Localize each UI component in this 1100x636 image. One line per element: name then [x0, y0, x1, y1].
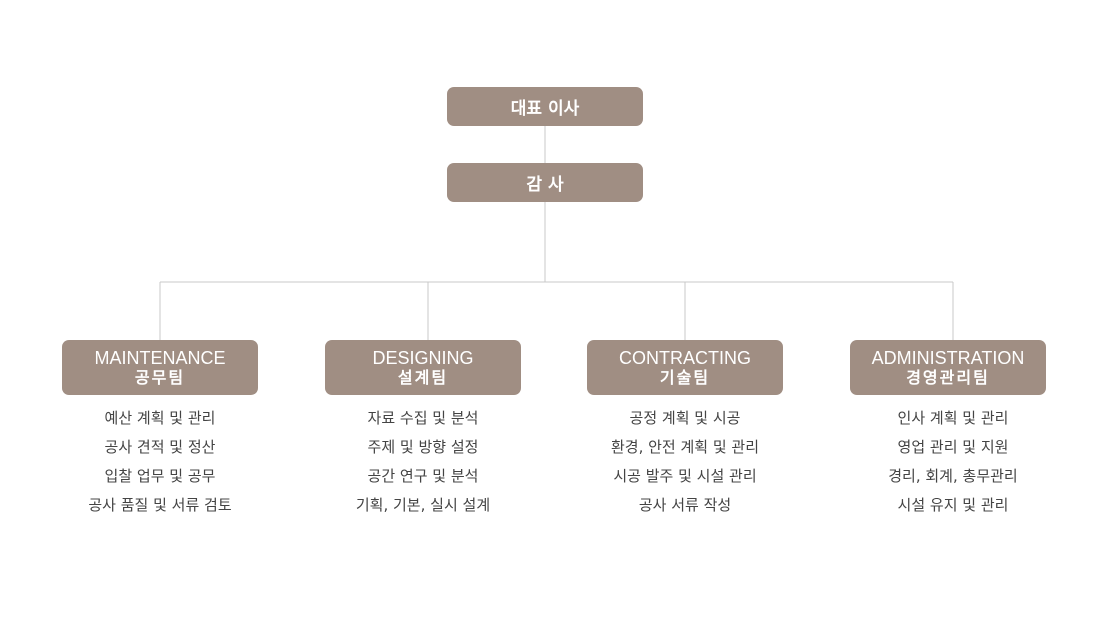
audit-label: 감 사 [526, 175, 564, 195]
duty-item: 자료 수집 및 분석 [367, 409, 479, 427]
audit-box: 감 사 [447, 163, 643, 202]
duty-item: 시공 발주 및 시설 관리 [613, 467, 757, 485]
team-box-contracting: CONTRACTING 기술팀 [587, 340, 783, 395]
team-name-ko: 경영관리팀 [906, 367, 990, 387]
duty-list-maintenance: 예산 계획 및 관리 공사 견적 및 정산 입찰 업무 및 공무 공사 품질 및… [50, 404, 270, 520]
team-name-ko: 기술팀 [659, 367, 711, 387]
duty-item: 시설 유지 및 관리 [897, 496, 1009, 514]
duty-item: 공사 견적 및 정산 [104, 438, 216, 456]
duty-item: 환경, 안전 계획 및 관리 [610, 438, 760, 456]
team-name-en: CONTRACTING [619, 348, 751, 369]
ceo-label: 대표 이사 [510, 99, 580, 119]
ceo-box: 대표 이사 [447, 87, 643, 126]
team-name-en: DESIGNING [372, 348, 474, 369]
team-name-en: ADMINISTRATION [871, 348, 1025, 369]
duty-item: 예산 계획 및 관리 [104, 409, 216, 427]
duty-list-contracting: 공정 계획 및 시공 환경, 안전 계획 및 관리 시공 발주 및 시설 관리 … [575, 404, 795, 520]
team-name-ko: 설계팀 [397, 367, 449, 387]
duty-list-designing: 자료 수집 및 분석 주제 및 방향 설정 공간 연구 및 분석 기획, 기본,… [313, 404, 533, 520]
duty-item: 인사 계획 및 관리 [897, 409, 1009, 427]
team-name-en: MAINTENANCE [94, 348, 226, 369]
duty-item: 주제 및 방향 설정 [367, 438, 479, 456]
duty-item: 공정 계획 및 시공 [629, 409, 741, 427]
team-name-ko: 공무팀 [134, 367, 186, 387]
duty-item: 경리, 회계, 총무관리 [888, 467, 1018, 485]
team-box-maintenance: MAINTENANCE 공무팀 [62, 340, 258, 395]
duty-item: 입찰 업무 및 공무 [104, 467, 216, 485]
duty-list-administration: 인사 계획 및 관리 영업 관리 및 지원 경리, 회계, 총무관리 시설 유지… [843, 404, 1063, 520]
duty-item: 공간 연구 및 분석 [367, 467, 479, 485]
team-box-designing: DESIGNING 설계팀 [325, 340, 521, 395]
team-box-administration: ADMINISTRATION 경영관리팀 [850, 340, 1046, 395]
duty-item: 공사 품질 및 서류 검토 [88, 496, 232, 514]
duty-item: 공사 서류 작성 [638, 496, 732, 514]
duty-item: 기획, 기본, 실시 설계 [355, 496, 491, 514]
duty-item: 영업 관리 및 지원 [897, 438, 1009, 456]
